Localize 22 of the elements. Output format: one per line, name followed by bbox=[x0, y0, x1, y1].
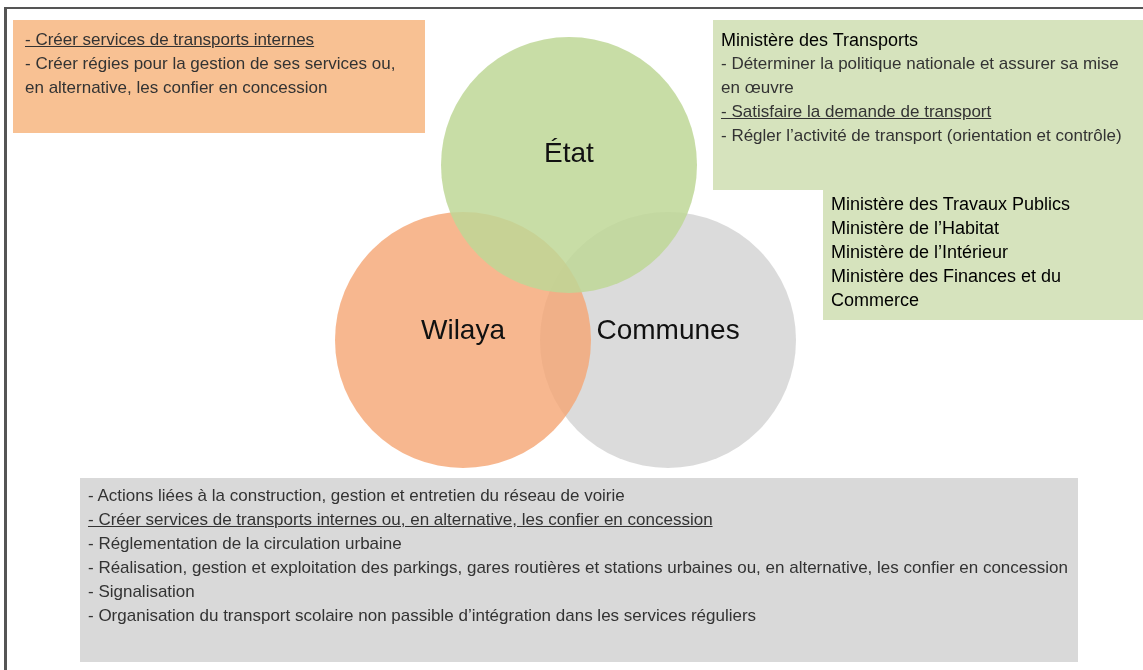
note-text: - Créer régies pour la gestion de ses services ou, en alternative, les confier en concession bbox=[25, 53, 397, 99]
circle-label: Wilaya bbox=[421, 314, 505, 346]
note-text: Ministère des Finances et du Commerce bbox=[831, 265, 1063, 312]
note-text: Ministère de l’Habitat bbox=[831, 217, 1001, 240]
circle-label: État bbox=[544, 137, 594, 169]
note-text: - Signalisation bbox=[88, 581, 196, 603]
note-text: Ministère des Travaux Publics bbox=[831, 193, 1072, 216]
note-text: - Réalisation, gestion et exploitation des parkings, gares routières et stations urbaines ou, en alternative, les confier en concession bbox=[88, 557, 1069, 579]
circle-label: Communes bbox=[596, 314, 740, 346]
note-text: - Créer services de transports internes bbox=[25, 29, 316, 51]
note-text: - Réglementation de la circulation urbaine bbox=[88, 533, 403, 555]
text-panel bbox=[713, 20, 1143, 320]
text-panel bbox=[80, 478, 1078, 662]
note-text: Ministère des Transports bbox=[721, 29, 920, 52]
note-text: - Actions liées à la construction, gestion et entretien du réseau de voirie bbox=[88, 485, 626, 507]
note-text: - Organisation du transport scolaire non passible d’intégration dans les services réguliers bbox=[88, 605, 758, 627]
note-text: - Créer services de transports internes ou, en alternative, les confier en concession bbox=[88, 509, 714, 531]
note-text: - Déterminer la politique nationale et assurer sa mise en œuvre bbox=[721, 53, 1120, 99]
note-text: - Satisfaire la demande de transport bbox=[721, 101, 993, 123]
note-text: - Régler l’activité de transport (orientation et contrôle) bbox=[721, 125, 1123, 147]
text-panel bbox=[13, 20, 425, 133]
note-text: Ministère de l’Intérieur bbox=[831, 241, 1010, 264]
